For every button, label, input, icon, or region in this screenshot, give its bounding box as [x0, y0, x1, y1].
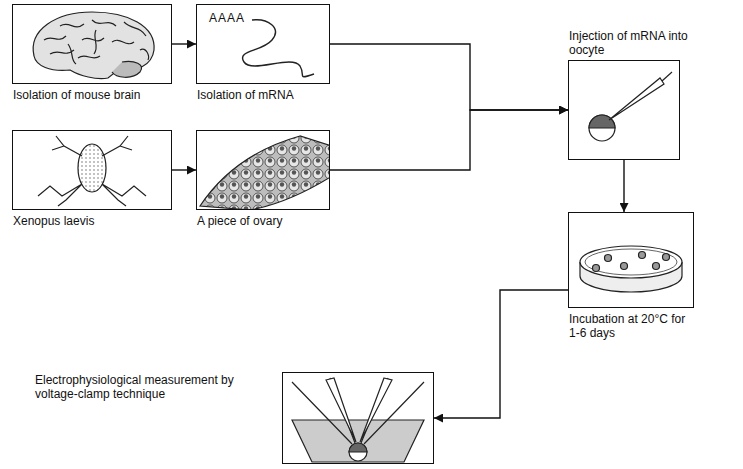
process-box: Injection of mRNA into oocyte	[568, 60, 680, 160]
step-caption: Incubation at 20°C for 1-6 days	[569, 312, 689, 340]
injection-illustration	[589, 72, 672, 141]
flow-arrow	[330, 110, 568, 170]
flow-arrow	[330, 44, 568, 110]
process-box: Isolation of mouse brain	[12, 4, 172, 84]
process-box: Incubation at 20°C for 1-6 days	[568, 212, 694, 308]
brain-illustration	[33, 12, 154, 79]
process-box: Electrophysiological measurement by volt…	[282, 372, 434, 464]
flow-arrow	[623, 160, 624, 212]
ovary-illustration	[200, 136, 329, 209]
mrna-strand	[242, 20, 314, 77]
step-caption: Injection of mRNA into oocyte	[569, 29, 689, 57]
step-caption: Isolation of mouse brain	[13, 88, 140, 102]
step-caption: Isolation of mRNA	[197, 88, 294, 102]
step-caption: Electrophysiological measurement by volt…	[35, 373, 271, 401]
step-caption: A piece of ovary	[197, 214, 282, 228]
flow-arrow	[172, 43, 196, 44]
frog-illustration	[38, 136, 146, 206]
process-box: A piece of ovary	[196, 130, 330, 210]
step-caption: Xenopus laevis	[13, 214, 94, 228]
sequence-label: AAAA	[209, 11, 245, 25]
flow-arrow	[172, 169, 196, 170]
dish-illustration	[580, 246, 682, 292]
voltage-clamp-illustration	[292, 378, 424, 462]
process-box: Xenopus laevis	[12, 130, 172, 210]
process-box: AAAAIsolation of mRNA	[196, 4, 330, 84]
flow-arrow	[434, 290, 568, 418]
